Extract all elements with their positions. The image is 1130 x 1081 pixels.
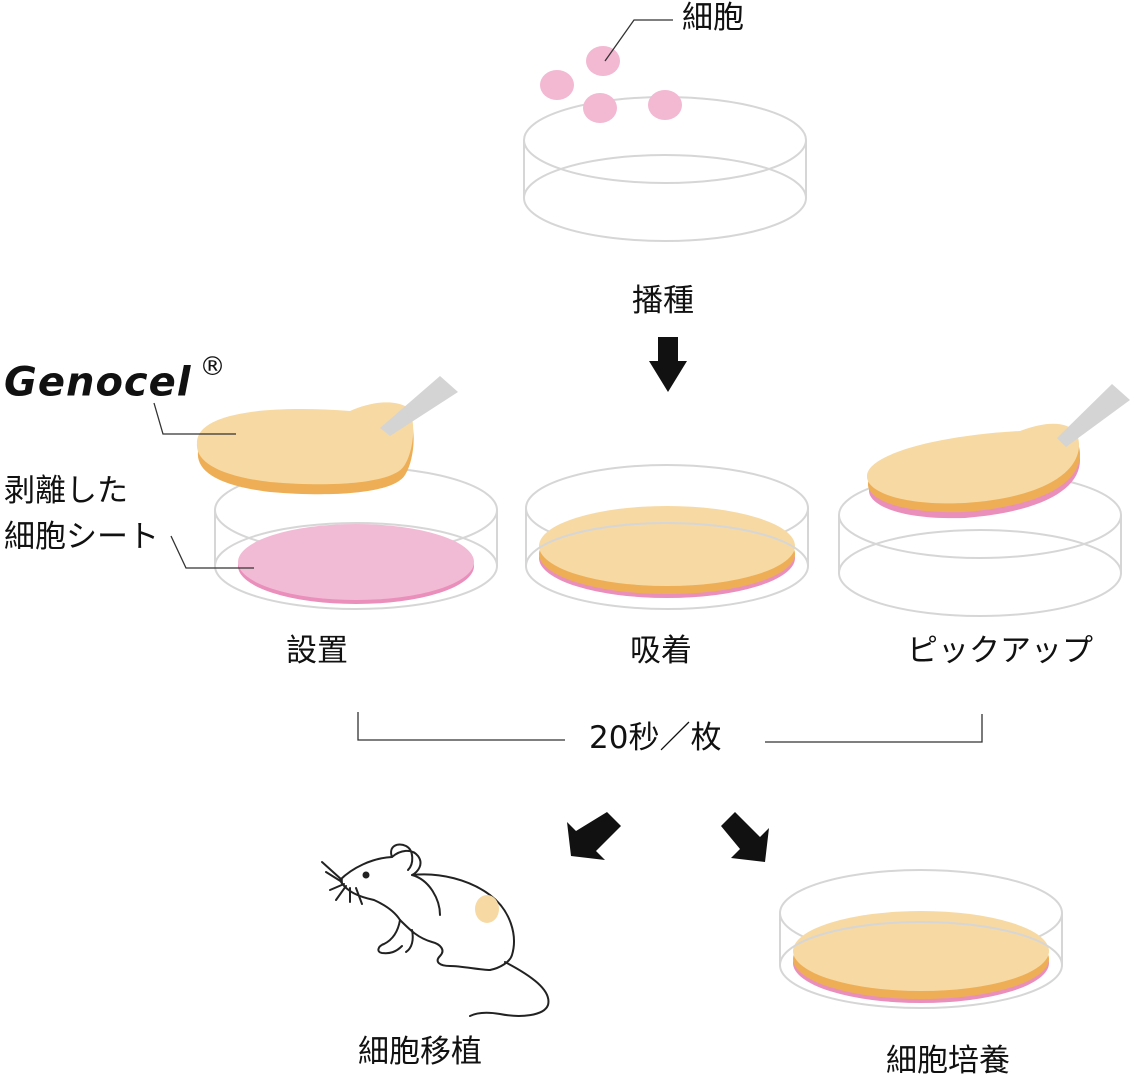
rate-label: 20秒／枚 [589, 720, 722, 756]
culture-label: 細胞培養 [886, 1043, 1010, 1079]
cell-sheet [238, 524, 474, 600]
pickup-label: ピックアップ [907, 633, 1093, 669]
transplanted-sheet [475, 895, 499, 923]
brand-name: Genocel [4, 359, 192, 406]
pickup-dish [838, 384, 1130, 617]
adhesion-dish [525, 464, 809, 610]
transplant-label: 細胞移植 [358, 1034, 482, 1070]
genocel-sheet [539, 506, 795, 586]
genocel-sheet [196, 402, 414, 485]
rate-bracket [357, 712, 983, 743]
mouse-icon [321, 843, 550, 1017]
genocel-sheet [793, 911, 1049, 991]
spatula-icon [380, 376, 458, 436]
detached-sheet-label-line2: 細胞シート [4, 519, 159, 555]
seeding-label: 播種 [632, 283, 694, 319]
placement-dish [196, 376, 498, 610]
spatula-icon [1057, 384, 1130, 447]
cells [540, 46, 682, 123]
placement-label: 設置 [286, 633, 348, 669]
down-right-arrow-icon [721, 812, 769, 862]
brand-label: Genocel® [4, 354, 226, 406]
culture-dish [779, 869, 1063, 1009]
cell [540, 70, 574, 100]
genocel-sheet [866, 423, 1080, 504]
registered-mark: ® [199, 352, 227, 382]
adhesion-label: 吸着 [630, 633, 692, 669]
cells-label: 細胞 [682, 0, 744, 36]
sheet-leader-line [170, 535, 254, 569]
down-left-arrow-icon [567, 812, 621, 860]
detached-sheet-label-line1: 剥離した [4, 473, 128, 509]
cell [586, 46, 620, 76]
cells-leader-line [604, 19, 673, 62]
cell [583, 93, 617, 123]
cell [648, 90, 682, 120]
brand-leader-line [153, 402, 236, 435]
down-arrow-icon [649, 337, 687, 392]
